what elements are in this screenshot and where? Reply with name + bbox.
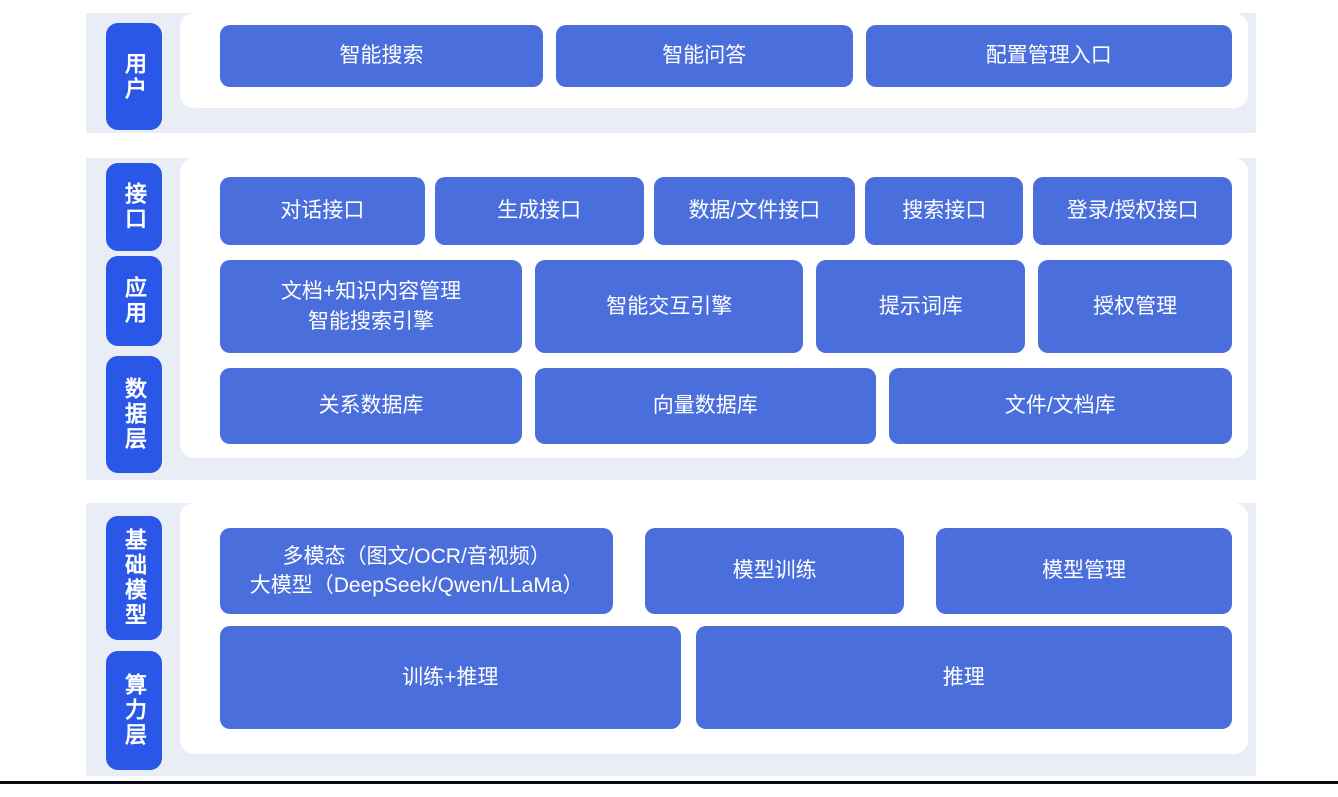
row-applications: 文档+知识内容管理 智能搜索引擎 智能交互引擎 提示词库 授权管理 xyxy=(220,260,1232,353)
node-smart-qa: 智能问答 xyxy=(555,25,853,87)
node-multimodal-large-model: 多模态（图文/OCR/音视频） 大模型（DeepSeek/Qwen/LLaMa） xyxy=(220,528,614,614)
architecture-diagram: 用户 智能搜索 智能问答 配置管理入口 接口 应用 数据层 对话接口 生成接口 … xyxy=(86,13,1256,776)
layer-band-interface-app-data: 接口 应用 数据层 对话接口 生成接口 数据/文件接口 搜索接口 登录/授权接口… xyxy=(86,158,1256,480)
node-model-training: 模型训练 xyxy=(645,528,904,614)
node-vector-db: 向量数据库 xyxy=(535,368,876,444)
panel-interface-app-data: 对话接口 生成接口 数据/文件接口 搜索接口 登录/授权接口 文档+知识内容管理… xyxy=(180,158,1248,458)
layer-label-column-mid: 接口 应用 数据层 xyxy=(106,163,162,473)
node-login-auth-api: 登录/授权接口 xyxy=(1033,177,1233,245)
node-prompt-library: 提示词库 xyxy=(816,260,1026,353)
panel-model-compute: 多模态（图文/OCR/音视频） 大模型（DeepSeek/Qwen/LLaMa）… xyxy=(180,503,1248,754)
node-file-doc-store: 文件/文档库 xyxy=(888,368,1233,444)
node-model-management: 模型管理 xyxy=(935,528,1233,614)
node-training-plus-inference: 训练+推理 xyxy=(220,626,681,729)
layer-band-model-compute: 基础模型 算力层 多模态（图文/OCR/音视频） 大模型（DeepSeek/Qw… xyxy=(86,503,1256,776)
row-user-entries: 智能搜索 智能问答 配置管理入口 xyxy=(220,25,1232,87)
row-base-models: 多模态（图文/OCR/音视频） 大模型（DeepSeek/Qwen/LLaMa）… xyxy=(220,528,1233,614)
layer-label-base-model: 基础模型 xyxy=(106,516,162,640)
node-generation-api: 生成接口 xyxy=(434,177,644,245)
layer-label-column-bottom: 基础模型 算力层 xyxy=(106,516,162,770)
layer-label-data-layer: 数据层 xyxy=(106,356,162,473)
panel-user: 智能搜索 智能问答 配置管理入口 xyxy=(180,13,1248,108)
layer-label-column-user: 用户 xyxy=(106,23,162,130)
layer-label-compute-layer: 算力层 xyxy=(106,651,162,770)
node-doc-knowledge-search-engine: 文档+知识内容管理 智能搜索引擎 xyxy=(220,260,522,353)
row-data-stores: 关系数据库 向量数据库 文件/文档库 xyxy=(220,368,1233,444)
node-smart-interaction-engine: 智能交互引擎 xyxy=(534,260,804,353)
node-config-management-entry: 配置管理入口 xyxy=(865,25,1232,87)
bottom-border-line xyxy=(0,781,1338,784)
node-search-api: 搜索接口 xyxy=(865,177,1024,245)
layer-label-user: 用户 xyxy=(106,23,162,130)
layer-label-application: 应用 xyxy=(106,256,162,346)
node-auth-management: 授权管理 xyxy=(1038,260,1232,353)
node-smart-search: 智能搜索 xyxy=(220,25,543,87)
node-relational-db: 关系数据库 xyxy=(220,368,523,444)
layer-label-interface: 接口 xyxy=(106,163,162,251)
node-dialog-api: 对话接口 xyxy=(220,177,425,245)
node-data-file-api: 数据/文件接口 xyxy=(653,177,856,245)
row-interfaces: 对话接口 生成接口 数据/文件接口 搜索接口 登录/授权接口 xyxy=(220,177,1233,245)
node-inference: 推理 xyxy=(695,626,1232,729)
layer-band-user: 用户 智能搜索 智能问答 配置管理入口 xyxy=(86,13,1256,133)
row-compute: 训练+推理 推理 xyxy=(220,626,1232,729)
